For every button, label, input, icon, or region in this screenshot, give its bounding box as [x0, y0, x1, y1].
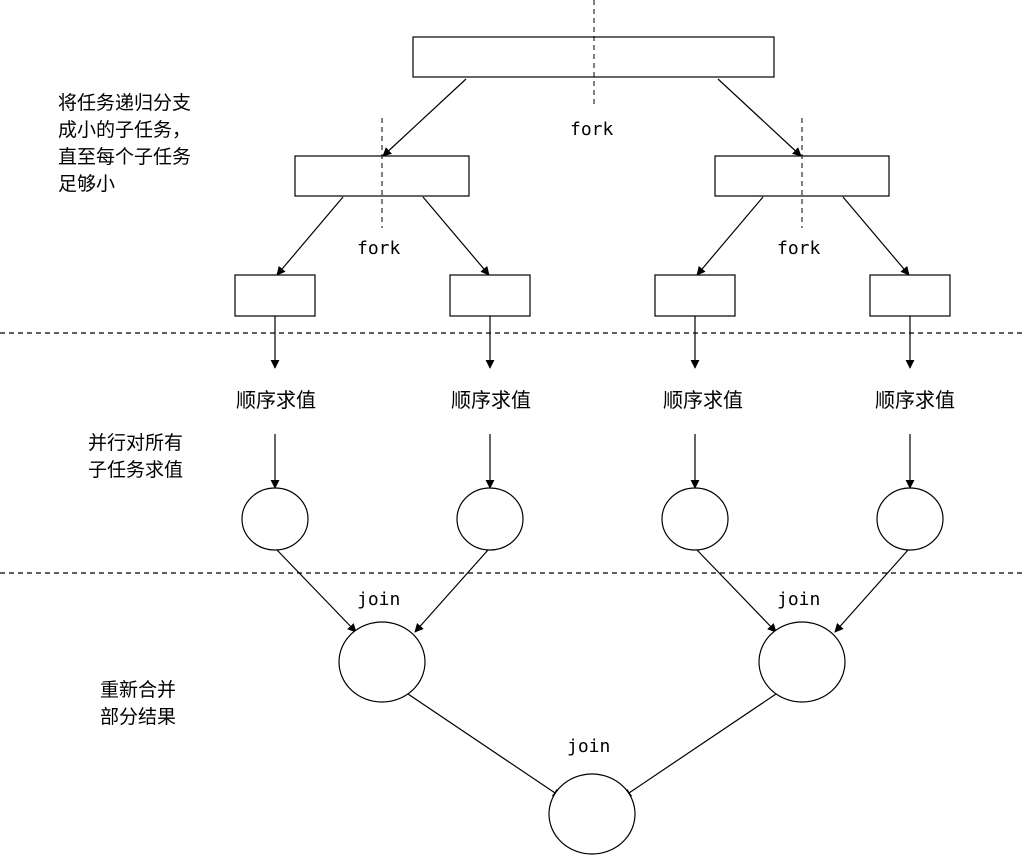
- left-fork-label: fork: [357, 238, 401, 259]
- fork-phase-line-3: 直至每个子任务: [58, 146, 192, 168]
- left-merged-result-circle: [338, 621, 426, 703]
- join-phase-line-1: 重新合并: [100, 679, 177, 701]
- sequential-eval-label-4: 顺序求值: [875, 388, 955, 412]
- fork-phase-line-4: 足够小: [58, 173, 116, 195]
- right-merged-result-circle: [758, 621, 846, 703]
- sequential-eval-label-3: 顺序求值: [663, 388, 743, 412]
- leaf-task-box-2: [449, 274, 531, 317]
- left-join-label: join: [357, 589, 400, 610]
- sequential-eval-label-2: 顺序求值: [451, 388, 531, 412]
- eval-phase-line-2: 子任务求值: [88, 459, 184, 481]
- leaf-result-circle-4: [876, 487, 944, 551]
- arrow-left-to-leaf-2: [422, 196, 490, 276]
- arrow-right-to-leaf-3: [696, 196, 764, 276]
- leaf-task-box-3: [654, 274, 736, 317]
- join-phase-line-2: 部分结果: [100, 706, 177, 728]
- arrow-join-leaf-3: [696, 549, 777, 633]
- fork-phase-line-1: 将任务递归分支: [58, 92, 192, 114]
- leaf-task-box-4: [869, 274, 951, 317]
- fork-phase-line-2: 成小的子任务，: [58, 119, 192, 141]
- fork-phase-label: 将任务递归分支 成小的子任务， 直至每个子任务 足够小: [58, 90, 191, 198]
- arrow-join-leaf-1: [276, 549, 357, 633]
- leaf-task-box-1: [234, 274, 316, 317]
- arrow-left-to-leaf-1: [276, 196, 344, 276]
- arrow-join-right-to-final: [622, 693, 777, 798]
- arrow-join-leaf-2: [414, 549, 489, 633]
- join-phase-label: 重新合并 部分结果: [100, 677, 176, 731]
- right-join-label: join: [777, 589, 820, 610]
- arrow-right-to-leaf-4: [842, 196, 910, 276]
- arrow-root-to-right: [717, 78, 802, 157]
- sequential-eval-label-1: 顺序求值: [236, 388, 316, 412]
- leaf-result-circle-3: [661, 487, 729, 551]
- final-join-label: join: [567, 736, 610, 757]
- leaf-result-circle-2: [456, 487, 524, 551]
- arrow-join-left-to-final: [407, 693, 562, 798]
- final-result-circle: [548, 773, 636, 855]
- arrow-root-to-left: [382, 78, 467, 157]
- right-fork-label: fork: [777, 238, 821, 259]
- root-fork-label: fork: [570, 119, 614, 140]
- leaf-result-circle-1: [241, 487, 309, 551]
- eval-phase-line-1: 并行对所有: [88, 432, 184, 454]
- eval-phase-label: 并行对所有 子任务求值: [88, 430, 183, 484]
- arrow-join-leaf-4: [834, 549, 909, 633]
